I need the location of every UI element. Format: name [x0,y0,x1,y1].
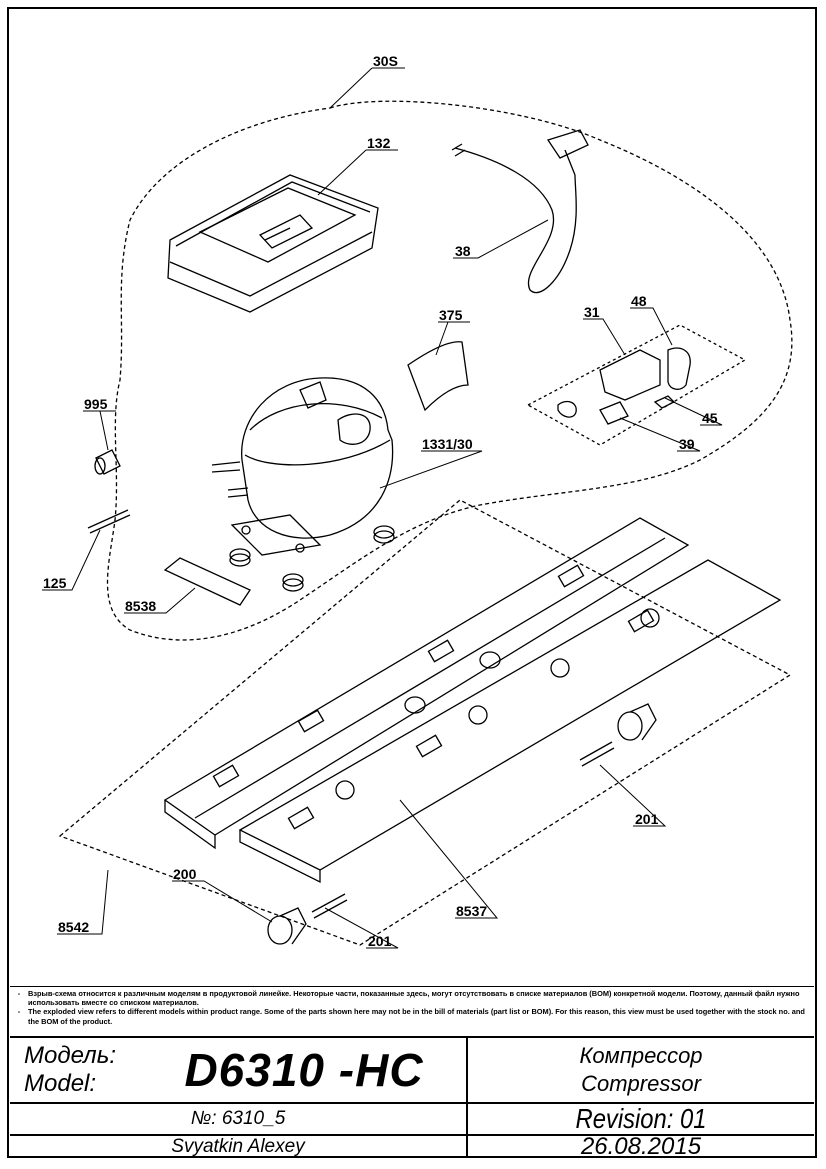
part-description: Компрессор Compressor [468,1038,814,1102]
part-995-sleeve [94,449,121,475]
callout-8537: 8537 [456,903,487,919]
author: Svyatkin Alexey [171,1135,305,1157]
note-ru: - Взрыв-схема относится к различным моде… [10,989,814,1007]
callout-132: 132 [367,135,391,151]
part-201-bolt [311,741,615,919]
note-ru-text: Взрыв-схема относится к различным моделя… [28,989,800,1008]
model-label-ru: Модель: [24,1042,116,1069]
model-label-en: Model: [24,1070,97,1097]
callout-38: 38 [455,243,471,259]
description-en: Compressor [581,1071,701,1096]
callout-125: 125 [43,575,67,591]
model-label: Модель: Model: [10,1038,150,1102]
part-200-foot [267,703,657,945]
model-number: D6310 -HC [184,1044,424,1096]
revision: Revision: 01 [575,1103,707,1134]
electrical-components [526,324,747,446]
callout-201-bottom: 201 [368,933,392,949]
callout-201-right: 201 [635,811,659,827]
assembly-group-outline [106,100,793,641]
grommets [229,525,395,592]
note-en-text: The exploded view refers to different mo… [28,1007,805,1026]
part-8537-base-plate [163,517,782,884]
callout-48: 48 [631,293,647,309]
drawing-number: №: 6310_5 [190,1108,286,1129]
callout-8538: 8538 [125,598,156,614]
part-125-pin [87,509,131,534]
callout-8542: 8542 [58,919,89,935]
note-en: - The exploded view refers to different … [10,1007,814,1025]
notes-block: - Взрыв-схема относится к различным моде… [10,986,814,1036]
drawing-frame [7,7,817,1158]
date: 26.08.2015 [580,1132,702,1160]
part-1331-compressor [211,377,394,556]
callout-375: 375 [439,307,463,323]
callout-45: 45 [702,410,718,426]
callout-30s: 30S [373,53,398,69]
part-375-insulation [407,341,469,412]
part-38-power-cord [451,129,589,294]
callout-200: 200 [173,866,197,882]
callout-31: 31 [584,304,600,320]
part-132-cover [167,174,379,313]
part-8538-clip [163,557,251,606]
leader-lines [42,67,723,949]
callout-39: 39 [679,436,695,452]
title-block: Модель: Model: D6310 -HC Компрессор Comp… [10,1036,814,1160]
callout-995: 995 [84,396,108,412]
exploded-view-drawing: 30S 132 38 375 48 31 45 39 995 1331/30 1… [42,53,793,949]
description-ru: Компрессор [579,1043,703,1068]
callout-1331-30: 1331/30 [422,436,473,452]
